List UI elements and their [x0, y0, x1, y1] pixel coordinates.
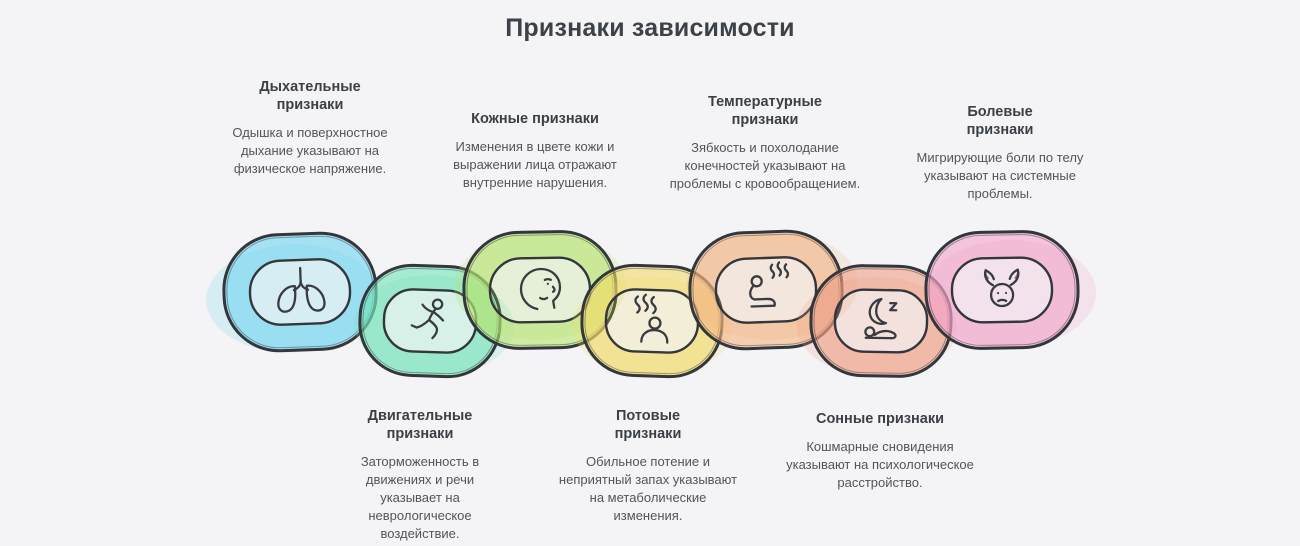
label-sleep: Сонные признаки Кошмарные сновидения ука… — [780, 410, 980, 492]
label-pain-heading: Болевые признаки — [966, 104, 1034, 139]
label-respiratory: Дыхательные признаки Одышка и поверхност… — [230, 78, 390, 178]
label-skin: Кожные признаки Изменения в цвете кожи и… — [440, 110, 630, 192]
label-motor-body: Заторможенность в движениях и речи указы… — [360, 454, 480, 541]
chain-link-respiratory — [206, 231, 379, 353]
chain-link-pain — [924, 230, 1097, 350]
label-temperature-body: Зябкость и похолодание конечностей указы… — [669, 140, 861, 192]
face-profile-icon — [519, 267, 562, 311]
page-title: Признаки зависимости — [505, 14, 795, 42]
label-respiratory-body: Одышка и поверхностное дыхание указывают… — [232, 125, 388, 177]
label-sleep-body: Кошмарные сновидения указывают на психол… — [786, 439, 974, 490]
sweating-person-icon — [634, 293, 669, 344]
label-motor: Двигательные признаки Заторможенность в … — [340, 407, 500, 543]
label-sleep-heading: Сонные признаки — [815, 411, 945, 427]
headache-icon — [983, 268, 1020, 308]
shivering-person-icon — [749, 261, 790, 308]
moon-sleep-icon — [864, 297, 898, 340]
label-skin-body: Изменения в цвете кожи и выражении лица … — [453, 139, 617, 190]
label-sweat-heading: Потовые признаки — [614, 408, 682, 443]
label-sweat: Потовые признаки Обильное потение и непр… — [558, 407, 738, 525]
label-temperature-heading: Температурные признаки — [708, 94, 822, 129]
running-person-icon — [410, 298, 445, 340]
label-motor-heading: Двигательные признаки — [367, 408, 473, 443]
label-respiratory-heading: Дыхательные признаки — [259, 79, 361, 114]
label-skin-heading: Кожные признаки — [471, 111, 599, 127]
label-temperature: Температурные признаки Зябкость и похоло… — [665, 93, 865, 193]
label-pain-body: Мигрирующие боли по телу указывают на си… — [916, 150, 1084, 202]
lungs-icon — [277, 266, 326, 313]
label-pain: Болевые признаки Мигрирующие боли по тел… — [905, 103, 1095, 203]
label-sweat-body: Обильное потение и неприятный запах указ… — [558, 454, 738, 524]
